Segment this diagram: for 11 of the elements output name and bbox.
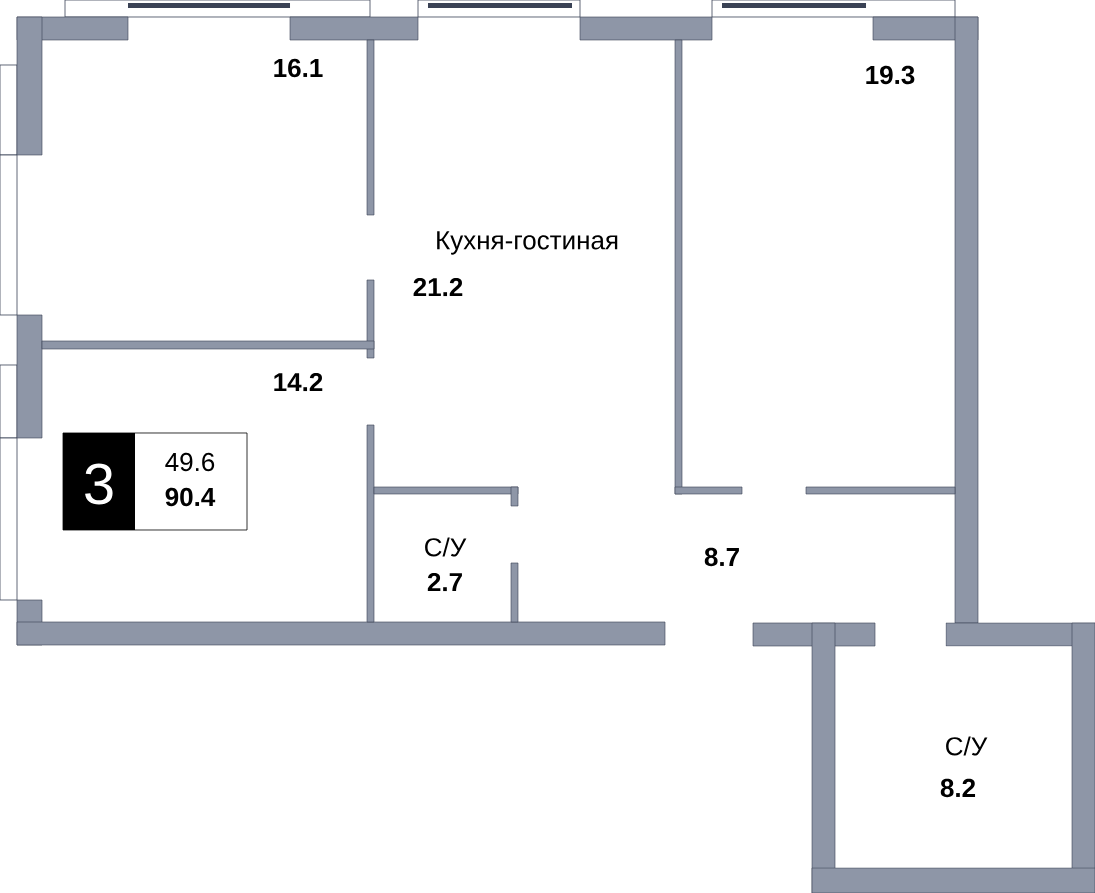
- room-name: Кухня-гостиная: [437, 231, 618, 255]
- room-area: 2.7: [427, 572, 462, 592]
- room-area: 14.2: [274, 372, 323, 392]
- room-area: 8.2: [940, 778, 976, 798]
- apartment-badge: 3 49.6 90.4: [62, 432, 248, 531]
- room-area: 21.2: [413, 277, 463, 297]
- room-area: 8.7: [704, 547, 739, 567]
- room-area: 19.3: [866, 65, 915, 85]
- room-name: С/У: [946, 736, 988, 756]
- room-name: С/У: [425, 537, 467, 557]
- room-area: 16.1: [274, 58, 323, 78]
